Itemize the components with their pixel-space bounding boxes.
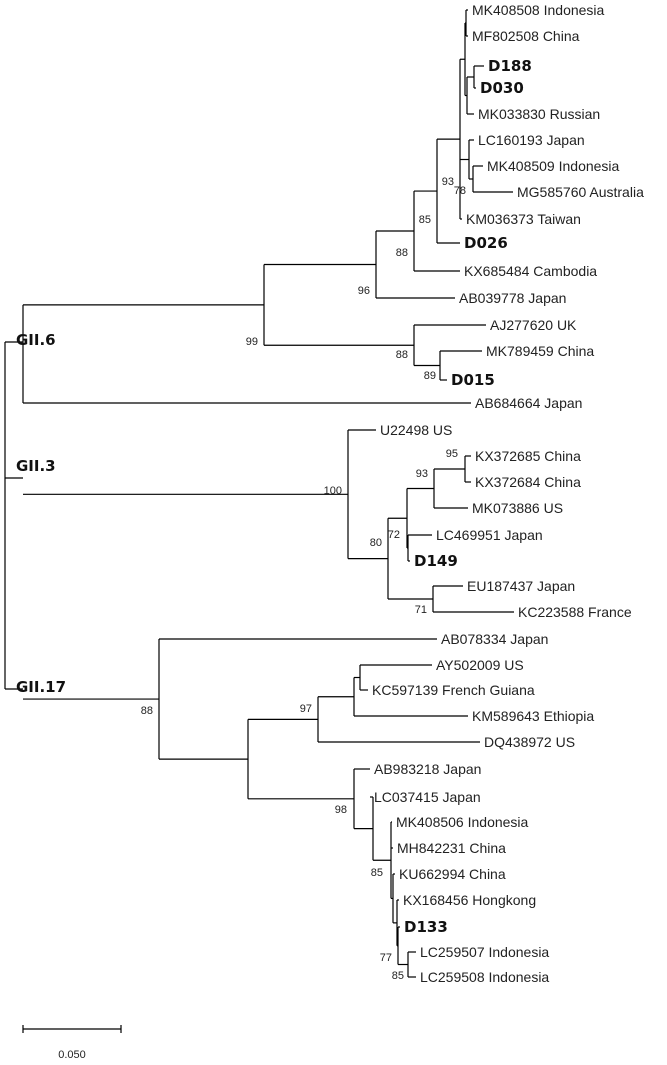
bootstrap-value: 85 [392,970,404,982]
scale-bar-label: 0.050 [58,1049,86,1061]
reference-strain-label: KM589643 Ethiopia [472,708,594,724]
reference-strain-label: AB983218 Japan [374,761,481,777]
reference-strain-label: KC597139 French Guiana [372,682,535,698]
reference-strain-label: EU187437 Japan [467,578,575,594]
reference-strain-label: AB039778 Japan [459,290,566,306]
reference-strain-label: U22498 US [380,422,452,438]
sample-label: D015 [451,371,495,389]
reference-strain-label: DQ438972 US [484,734,575,750]
sample-label: D149 [414,552,458,570]
bootstrap-value: 97 [300,703,312,715]
bootstrap-value: 88 [396,349,408,361]
bootstrap-value: 72 [388,529,400,541]
reference-strain-label: KX372685 China [475,448,581,464]
reference-strain-label: LC160193 Japan [478,132,585,148]
reference-strain-label: MK408506 Indonesia [396,814,529,830]
reference-strain-label: KM036373 Taiwan [466,211,581,227]
reference-strain-label: KX685484 Cambodia [464,263,597,279]
reference-strain-label: AJ277620 UK [490,317,577,333]
reference-strain-label: MK408508 Indonesia [472,2,605,18]
genotype-clade-label: GII.3 [16,457,56,475]
bootstrap-value: 77 [380,952,392,964]
bootstrap-value: 93 [442,176,454,188]
reference-strain-label: MK789459 China [486,343,594,359]
bootstrap-value: 85 [419,214,431,226]
reference-strain-label: AY502009 US [436,657,524,673]
bootstrap-value: 96 [358,285,370,297]
reference-strain-label: KX168456 Hongkong [403,892,536,908]
bootstrap-value: 95 [446,448,458,460]
bootstrap-value: 88 [396,247,408,259]
reference-strain-label: MK408509 Indonesia [487,158,620,174]
reference-strain-label: LC259507 Indonesia [420,944,549,960]
reference-strain-label: LC037415 Japan [374,789,481,805]
sample-label: D188 [488,57,532,75]
bootstrap-value: 93 [416,468,428,480]
bootstrap-value: 89 [424,370,436,382]
reference-strain-label: MK033830 Russian [478,106,600,122]
reference-strain-label: AB684664 Japan [475,395,582,411]
reference-strain-label: MK073886 US [472,500,563,516]
bootstrap-value: 98 [335,804,347,816]
bootstrap-value: 71 [415,604,427,616]
bootstrap-value: 99 [246,336,258,348]
reference-strain-label: KC223588 France [518,604,632,620]
bootstrap-value: 80 [370,537,382,549]
reference-strain-label: KX372684 China [475,474,581,490]
sample-label: D133 [404,918,448,936]
genotype-clade-label: GII.6 [16,331,56,349]
bootstrap-value: 78 [454,185,466,197]
reference-strain-label: KU662994 China [399,866,506,882]
tree-labels: GII.6 99 96 88 85 93 MK408508 IndonesiaMF80250… [16,2,644,1061]
reference-strain-label: LC259508 Indonesia [420,969,549,985]
sample-label: D030 [480,79,524,97]
bootstrap-value: 100 [324,485,342,497]
reference-strain-label: MG585760 Australia [517,184,644,200]
bootstrap-value: 85 [371,867,383,879]
bootstrap-value: 88 [141,705,153,717]
sample-label: D026 [464,234,508,252]
reference-strain-label: MF802508 China [472,28,580,44]
reference-strain-label: MH842231 China [397,840,506,856]
tree-branches [4,9,514,1033]
reference-strain-label: AB078334 Japan [441,631,548,647]
reference-strain-label: LC469951 Japan [436,527,543,543]
genotype-clade-label: GII.17 [16,678,66,696]
